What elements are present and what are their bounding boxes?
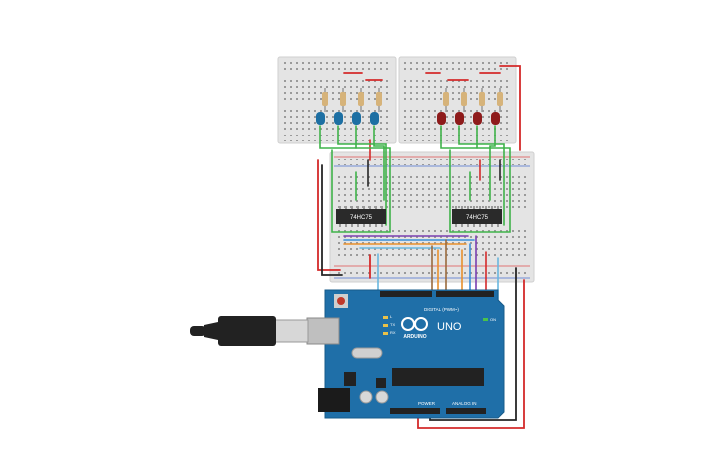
rx-label: RX	[390, 330, 396, 335]
led-red-3	[473, 112, 482, 125]
reset-button-cap[interactable]	[337, 297, 345, 305]
infinity-logo-icon	[401, 317, 428, 331]
on-label: ON	[490, 317, 496, 322]
chip-left-label: 74HC75	[350, 215, 373, 221]
breadboard-top-left[interactable]	[277, 56, 397, 144]
led-red-1	[437, 112, 446, 125]
usb-plug-icon[interactable]	[190, 316, 309, 346]
atmega-chip	[392, 368, 484, 386]
analog-label: ANALOG IN	[452, 401, 477, 406]
led-group-red	[437, 112, 500, 125]
led-red-2	[455, 112, 464, 125]
led-blue-4	[370, 112, 379, 125]
led-group-blue	[316, 112, 379, 125]
chip-74hc75-right[interactable]: 74HC75	[452, 206, 502, 227]
l-label: L	[390, 314, 393, 319]
arduino-model: UNO	[437, 321, 462, 333]
breadboard-top-right[interactable]	[398, 56, 517, 144]
tx-label: TX	[390, 322, 395, 327]
led-blue-3	[352, 112, 361, 125]
usb-port	[306, 317, 340, 345]
led-red-4	[491, 112, 500, 125]
chip-74hc75-left[interactable]: 74HC75	[336, 206, 386, 227]
resistor-group-left	[322, 88, 382, 112]
led-blue-2	[334, 112, 343, 125]
digital-label: DIGITAL (PWM~)	[424, 307, 459, 312]
led-blue-1	[316, 112, 325, 125]
arduino-brand: ARDUINO	[403, 334, 426, 340]
chip-right-label: 74HC75	[466, 215, 489, 221]
power-jack	[318, 388, 350, 412]
power-label: POWER	[418, 401, 436, 406]
arduino-uno-board[interactable]: ARDUINO UNO DIGITAL (PWM~) POWER ANALOG …	[306, 289, 505, 419]
resistor-group-right	[443, 88, 503, 112]
